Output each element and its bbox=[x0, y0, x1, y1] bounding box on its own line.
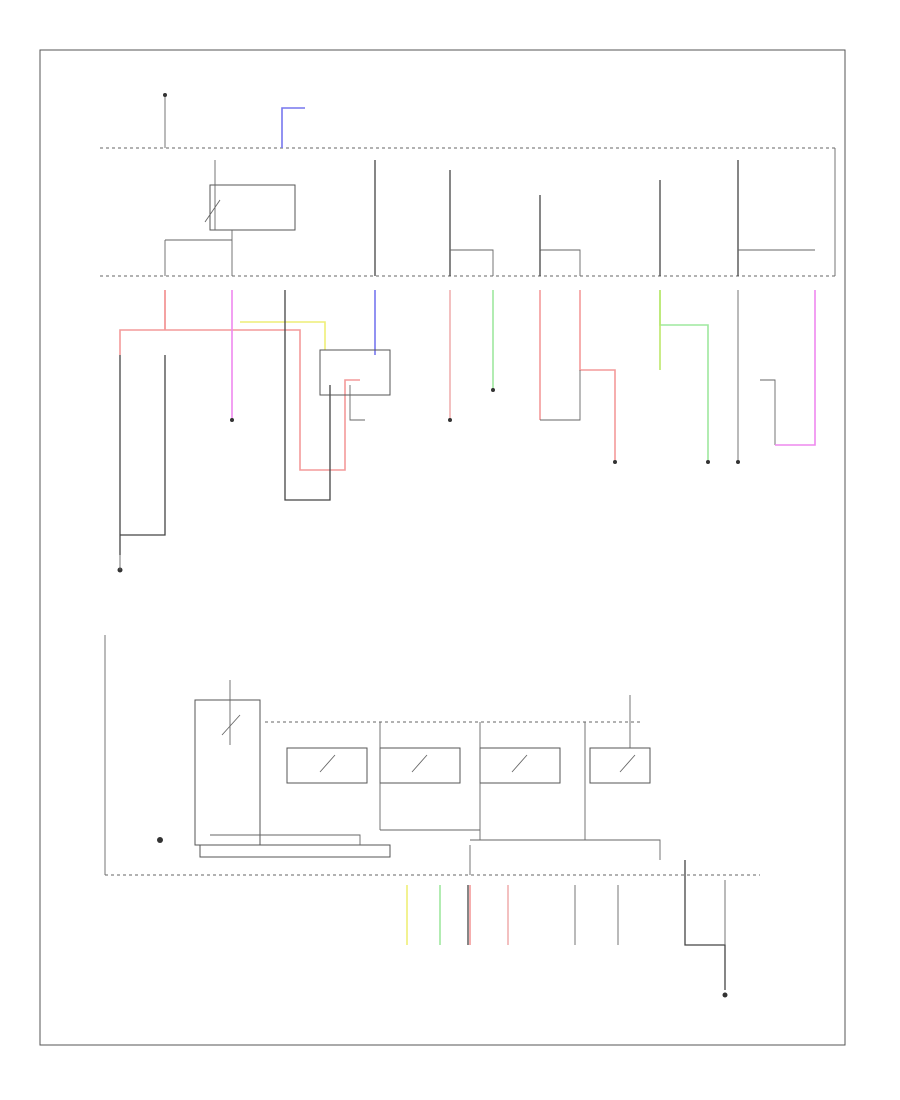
relay-1 bbox=[286, 747, 368, 784]
black-ground-left bbox=[119, 355, 166, 555]
gray-wire-right-2 bbox=[760, 379, 776, 445]
accessory-relay bbox=[164, 160, 296, 276]
relay-box-center bbox=[319, 349, 391, 396]
diagram-frame bbox=[39, 49, 846, 1046]
ignition-switch-box bbox=[194, 699, 261, 846]
wire-runs-upper bbox=[117, 290, 816, 573]
yellow-wire-short bbox=[240, 321, 326, 350]
red-wire-pair-right bbox=[579, 290, 616, 460]
lower-relay-bank bbox=[157, 680, 661, 875]
relay-4 bbox=[589, 747, 651, 784]
fuse-block-fuses bbox=[374, 160, 815, 276]
top-ground-wire bbox=[281, 107, 305, 148]
red-wire-left-loop bbox=[119, 290, 360, 471]
bottom-harness-box bbox=[199, 844, 391, 858]
relay-3 bbox=[479, 747, 561, 784]
green-wire-right bbox=[659, 290, 709, 460]
wire-runs-lower bbox=[406, 860, 728, 998]
black-wire-center bbox=[284, 290, 331, 501]
magenta-wire-right bbox=[775, 290, 816, 446]
black-ground-lower-right bbox=[684, 860, 726, 990]
relay-2 bbox=[379, 747, 461, 784]
top-left-source bbox=[163, 93, 167, 148]
